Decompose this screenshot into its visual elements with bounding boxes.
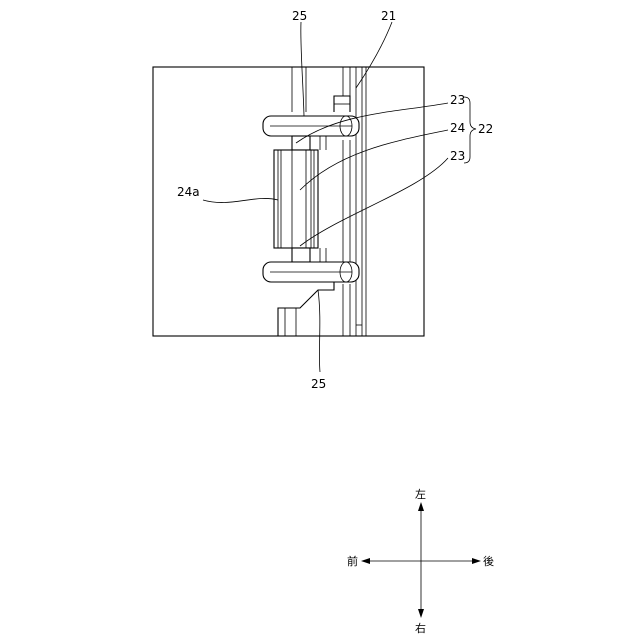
upper-bracket-25	[292, 67, 350, 112]
label-21: 21	[381, 9, 396, 23]
direction-left-label: 前	[347, 554, 358, 568]
arrow-right-icon	[472, 558, 481, 564]
label-24: 24	[450, 121, 465, 135]
group-22-brace	[464, 97, 476, 163]
roller-24	[274, 150, 318, 248]
direction-compass	[361, 502, 481, 618]
leader-lines	[203, 22, 448, 372]
label-22: 22	[478, 122, 493, 136]
rail-lines	[343, 67, 366, 336]
label-23-lower: 23	[450, 149, 465, 163]
arrow-down-icon	[418, 609, 424, 618]
direction-right-label: 後	[483, 554, 494, 568]
label-25-bottom: 25	[311, 377, 326, 391]
direction-up-label: 左	[415, 488, 426, 501]
direction-down-label: 右	[415, 621, 426, 635]
upper-collar	[292, 136, 310, 150]
arrow-left-icon	[361, 558, 370, 564]
label-23-upper: 23	[450, 93, 465, 107]
label-25-top: 25	[292, 9, 307, 23]
arrow-up-icon	[418, 502, 424, 511]
label-24a: 24a	[177, 185, 200, 199]
lower-flange-23	[263, 248, 359, 282]
lower-collar	[292, 248, 310, 262]
lower-bracket-25	[278, 278, 334, 336]
